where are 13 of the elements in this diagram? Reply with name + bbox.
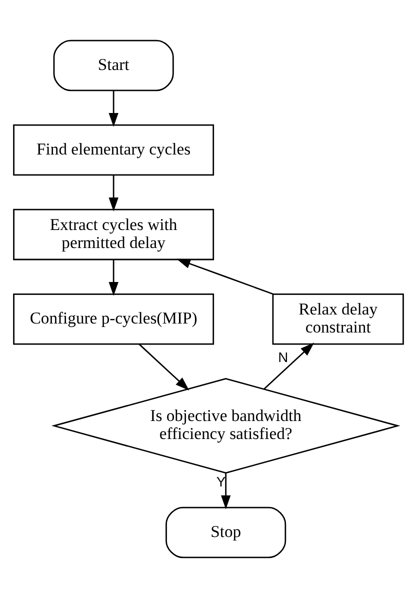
node-box: Relax delay constraint xyxy=(272,292,404,344)
edge-label: N xyxy=(278,348,288,365)
arrow xyxy=(176,258,274,294)
arrow xyxy=(108,90,118,126)
arrow xyxy=(108,259,118,296)
node-box: Find elementary cycles xyxy=(13,124,214,176)
arrow xyxy=(138,343,190,390)
node-box: Extract cycles with permitted delay xyxy=(13,208,214,260)
node-box: Start xyxy=(53,39,174,91)
arrow xyxy=(108,174,118,211)
node-box: Configure p-cycles(MIP) xyxy=(13,292,214,344)
node-box: Stop xyxy=(166,506,286,558)
arrow xyxy=(264,342,314,390)
